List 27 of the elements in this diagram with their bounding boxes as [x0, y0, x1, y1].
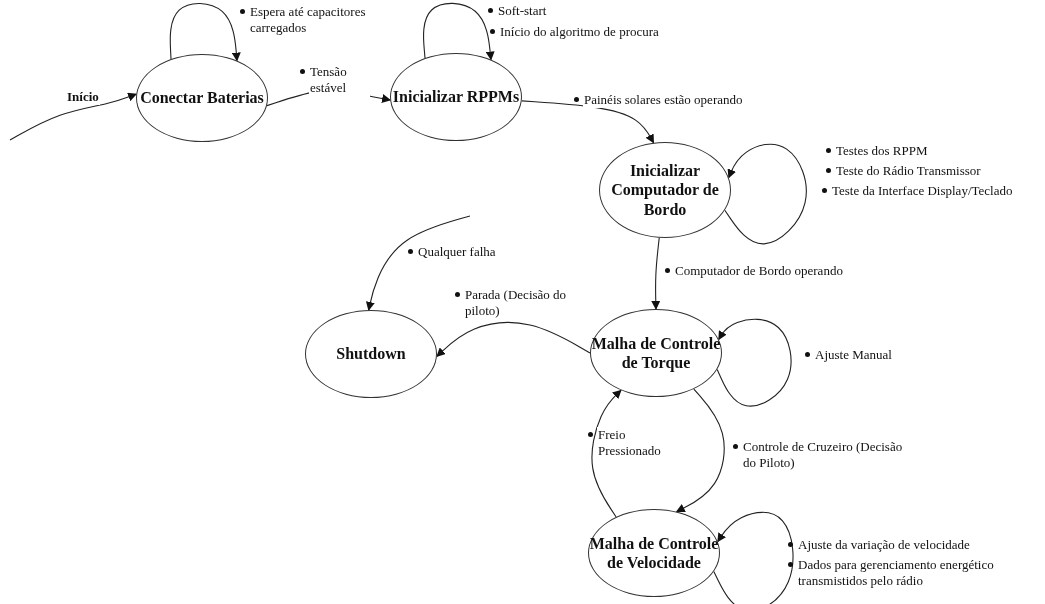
- arrow: [713, 511, 794, 604]
- state-label: Inicializar RPPMs: [392, 87, 520, 107]
- transition-condition: Teste da Interface Display/Teclado: [831, 183, 1014, 200]
- state-label: Conectar Baterias: [140, 88, 264, 108]
- transition-condition: Início do algoritmo de procura: [499, 24, 660, 41]
- transition-condition: Painéis solares estão operando: [583, 92, 744, 109]
- state-label: Inicializar Computador de Bordo: [610, 161, 720, 219]
- state-label: Malha de Controle de Velocidade: [589, 533, 719, 573]
- arrow: [521, 100, 655, 144]
- arrow: [422, 2, 495, 61]
- start-label: Início: [66, 89, 100, 106]
- arrow: [365, 215, 471, 311]
- arrow: [169, 2, 241, 62]
- arrow: [9, 92, 138, 141]
- arrow: [724, 143, 807, 245]
- transition-condition: Ajuste da variação de velocidade: [797, 537, 971, 554]
- transition-condition: Computador de Bordo operando: [674, 263, 844, 280]
- arrow: [716, 318, 792, 407]
- arrow: [675, 388, 725, 513]
- state-label: Malha de Controle de Torque: [591, 333, 721, 373]
- state-label: Shutdown: [336, 344, 406, 364]
- arrow: [591, 389, 622, 518]
- arrow: [651, 237, 661, 310]
- transition-condition: Qualquer falha: [417, 244, 497, 261]
- transition-condition: Tensão estável: [309, 64, 370, 97]
- transition-condition: Ajuste Manual: [814, 347, 893, 364]
- arrow: [436, 322, 591, 357]
